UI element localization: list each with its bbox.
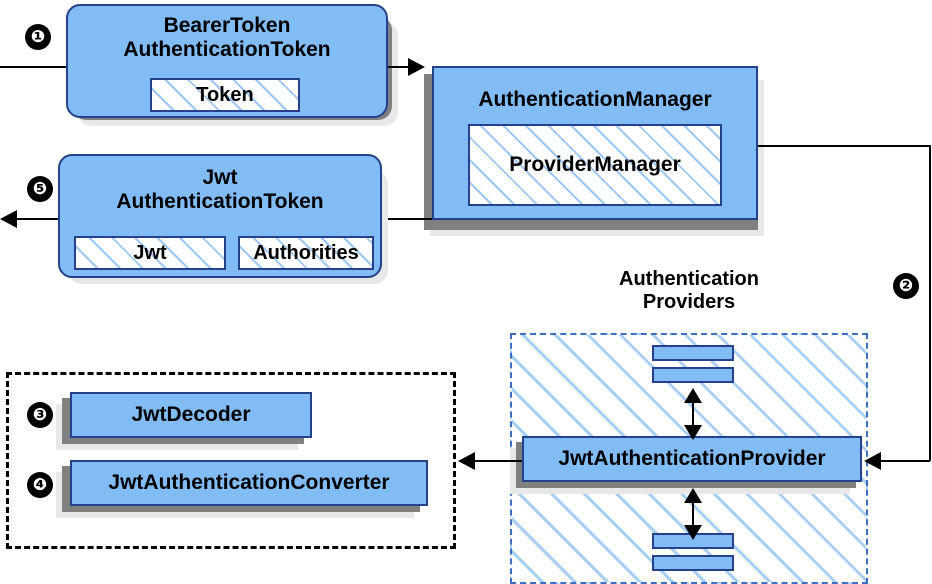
arrowhead-to-collaborators — [458, 452, 475, 470]
providers-caption-line-2: Providers — [642, 291, 736, 313]
arrowhead-stub-top-up — [684, 388, 702, 403]
step-badge-5: ❺ — [27, 176, 53, 202]
member-token-label: Token — [196, 83, 254, 106]
member-provider-manager[interactable]: ProviderManager — [468, 124, 722, 206]
providers-caption-line-1: Authentication — [619, 268, 759, 290]
connector-provider-to-collaborators — [474, 460, 522, 462]
arrowhead-response-out — [0, 210, 17, 228]
member-authorities[interactable]: Authorities — [238, 236, 374, 270]
jwt-decoder-label: JwtDecoder — [131, 403, 251, 427]
connector-request-in — [0, 66, 70, 68]
jwt-authentication-converter-label: JwtAuthenticationConverter — [108, 471, 390, 495]
step-badge-2: ❷ — [893, 273, 919, 299]
bearer-token-title-line-1: BearerToken — [163, 14, 291, 37]
step-badge-3: ❸ — [27, 402, 53, 428]
node-jwt-decoder[interactable]: JwtDecoder — [70, 392, 312, 438]
provider-stub-top-2 — [652, 367, 734, 383]
connector-response-out — [16, 218, 70, 220]
connector-provider-stub-bottom — [692, 492, 694, 532]
jwt-token-title-line-1: Jwt — [202, 166, 238, 189]
connector-token-to-manager — [388, 66, 422, 68]
member-jwt[interactable]: Jwt — [74, 236, 226, 270]
arrowhead-token-to-manager — [408, 58, 425, 76]
member-token[interactable]: Token — [150, 78, 300, 112]
authentication-manager-title: AuthenticationManager — [478, 88, 712, 111]
jwt-authentication-provider-label: JwtAuthenticationProvider — [558, 447, 826, 471]
arrowhead-into-jwt-provider — [864, 452, 881, 470]
member-authorities-label: Authorities — [253, 241, 359, 264]
connector-manager-to-provider-top — [757, 145, 930, 147]
arrowhead-stub-top-down — [684, 425, 702, 440]
connector-manager-to-provider-in — [880, 460, 930, 462]
connector-provider-stub-top — [692, 392, 694, 432]
arrowhead-stub-bottom-up — [684, 488, 702, 503]
member-jwt-label: Jwt — [133, 241, 167, 264]
member-provider-manager-label: ProviderManager — [509, 153, 681, 176]
node-jwt-authentication-provider[interactable]: JwtAuthenticationProvider — [522, 436, 862, 482]
jwt-token-title-line-2: AuthenticationToken — [116, 189, 324, 213]
node-jwt-authentication-converter[interactable]: JwtAuthenticationConverter — [70, 460, 428, 506]
step-badge-1: ❶ — [25, 24, 51, 50]
arrowhead-stub-bottom-down — [684, 525, 702, 540]
step-badge-4: ❹ — [27, 472, 53, 498]
bearer-token-title-line-2: AuthenticationToken — [123, 37, 331, 61]
connector-manager-to-jwt-token — [388, 218, 432, 220]
provider-stub-top-1 — [652, 345, 734, 361]
connector-manager-to-provider-down — [929, 145, 931, 461]
authentication-providers-caption: Authentication Providers — [539, 268, 839, 314]
provider-stub-bottom-2 — [652, 555, 734, 571]
collaborators-group — [6, 372, 456, 549]
